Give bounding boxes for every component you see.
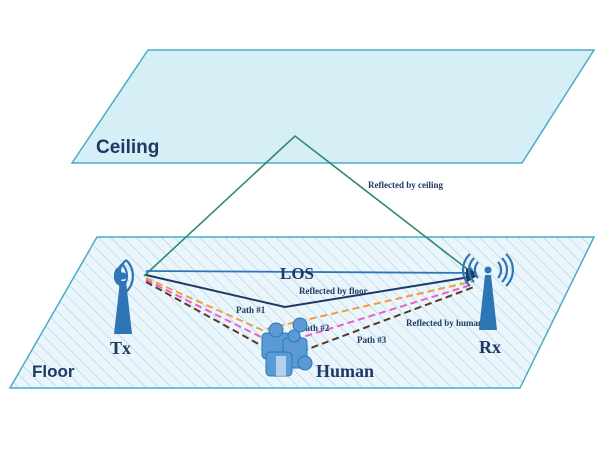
path-2-label: Path #2 — [300, 323, 330, 333]
human-label: Human — [316, 361, 374, 381]
los-path — [145, 267, 477, 278]
floor-plane — [8, 236, 596, 389]
path-3-label: Path #3 — [357, 335, 387, 345]
floor-reflection-path — [145, 272, 477, 309]
human-icon — [261, 317, 313, 377]
reflected-ceiling-label: Reflected by ceiling — [368, 180, 443, 190]
rx-label: Rx — [479, 337, 501, 357]
reflected-human-label: Reflected by human — [406, 318, 483, 328]
ceiling-reflection-path — [143, 134, 476, 277]
floor-label: Floor — [32, 362, 75, 381]
tx-antenna-icon — [113, 259, 134, 334]
path-1-label: Path #1 — [236, 305, 266, 315]
ceiling-plane — [70, 49, 596, 164]
reflected-floor-label: Reflected by floor — [299, 286, 367, 296]
rx-antenna-icon — [462, 253, 514, 330]
los-label: LOS — [280, 264, 314, 283]
path-1 — [145, 277, 475, 332]
ceiling-label: Ceiling — [96, 137, 159, 158]
tx-label: Tx — [110, 338, 131, 358]
